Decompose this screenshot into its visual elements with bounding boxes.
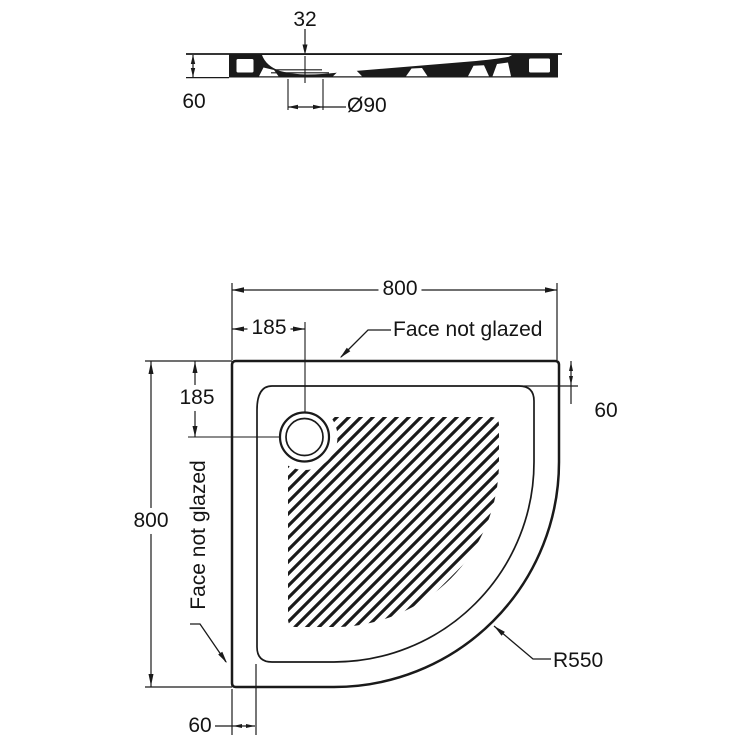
tray-inner-edge (256, 385, 535, 663)
plan-dim-185-top-label: 185 (247, 316, 291, 340)
plan-dim-60-right-label: 60 (594, 398, 618, 422)
face-not-glazed-top-label: Face not glazed (393, 317, 543, 341)
leader-lines (190, 329, 551, 663)
plan-dim-800-top-label: 800 (378, 277, 422, 301)
tray-outline (230, 359, 561, 689)
section-dim-60-label: 60 (182, 89, 206, 113)
section-basin-cavity (262, 55, 512, 75)
face-not-glazed-left-label: Face not glazed (186, 460, 210, 610)
plan-arrowheads (148, 287, 573, 728)
section-view (186, 29, 562, 110)
drain-inner-circle (285, 417, 324, 457)
section-arrowheads (190, 44, 323, 110)
plan-dim-800-left-label: 800 (131, 507, 171, 535)
section-dim-d90-label: Ø90 (347, 93, 387, 117)
plan-dim-185-left-label: 185 (177, 384, 217, 412)
plan-dim-r550-label: R550 (553, 648, 604, 672)
section-left-rib-hole (236, 59, 254, 73)
section-right-rib-hole (529, 58, 550, 73)
section-bottom-rib-holes (259, 62, 511, 77)
section-drain-recess-lines (271, 69, 329, 74)
antislip-hatch-pattern (282, 411, 505, 633)
section-dim-32-label: 32 (293, 7, 317, 31)
plan-dim-60-bottom-label: 60 (188, 713, 212, 737)
plan-view (145, 283, 578, 735)
